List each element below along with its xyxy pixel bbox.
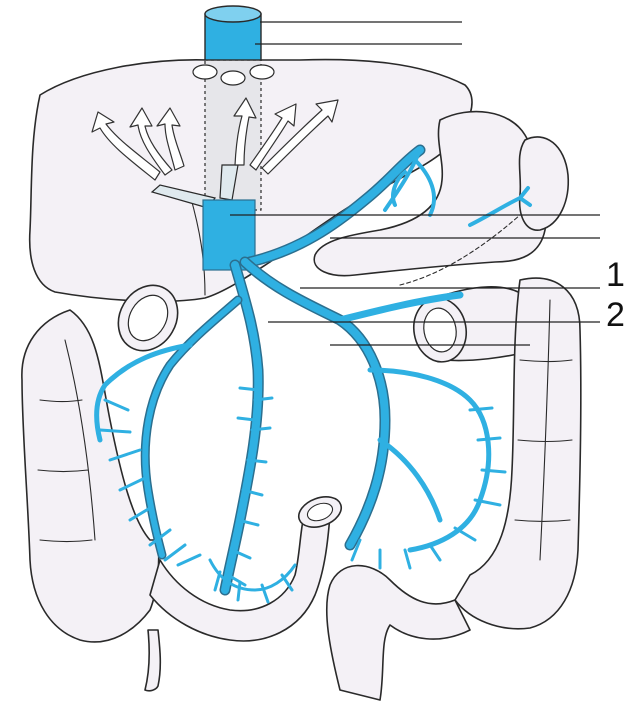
callout-number-1: 1 bbox=[606, 256, 625, 294]
hepatic-vein-stub-1 bbox=[193, 65, 217, 79]
appendix bbox=[145, 630, 160, 691]
spleen bbox=[519, 137, 568, 230]
hepatic-vein-stub-3 bbox=[250, 65, 274, 79]
organs bbox=[22, 60, 581, 700]
callout-number-2: 2 bbox=[606, 296, 625, 334]
sigmoid-colon bbox=[327, 566, 470, 700]
hepatic-vein-stub-2 bbox=[221, 71, 245, 85]
ivc-top-opening bbox=[205, 6, 261, 22]
